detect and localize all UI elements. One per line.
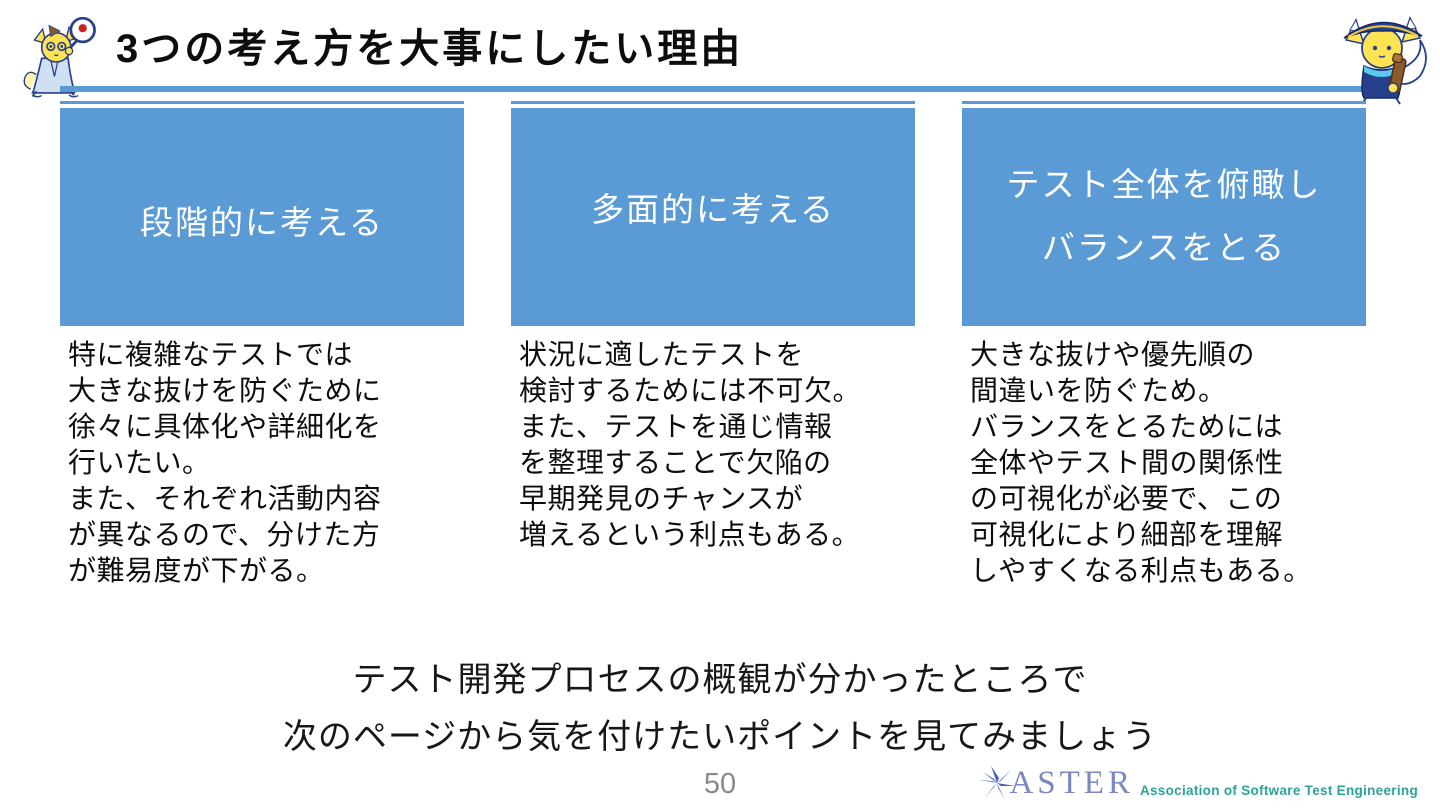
reason-heading-box: 多面的に考える: [511, 108, 915, 326]
column-accent-line: [511, 101, 915, 104]
reason-column-multifaceted: 多面的に考える 状況に適したテストを 検討するためには不可欠。 また、テストを通…: [511, 101, 915, 589]
aster-star-icon: [979, 766, 1016, 800]
reason-heading: 段階的に考える: [139, 203, 384, 241]
column-accent-line: [60, 101, 464, 104]
pirate-fox-mascot-icon: [1343, 16, 1427, 105]
aster-logo: ASTER Association of Software Test Engin…: [977, 764, 1418, 800]
page-number: 50: [703, 768, 737, 800]
reason-body-text: 特に複雑なテストでは 大きな抜けを防ぐために 徐々に具体化や詳細化を 行いたい。…: [68, 339, 382, 586]
reason-body-text: 大きな抜けや優先順の 間違いを防ぐため。 バランスをとるためには 全体やテスト間…: [970, 339, 1312, 586]
reason-heading: 多面的に考える: [590, 190, 835, 228]
aster-logo-word: ASTER: [1009, 765, 1134, 801]
reason-heading-box: テスト全体を俯瞰し バランスをとる: [962, 108, 1366, 326]
column-accent-line: [962, 101, 1366, 104]
page-title: 3つの考え方を大事にしたい理由: [116, 27, 744, 71]
aster-logo-tagline: Association of Software Test Engineering: [1139, 783, 1418, 798]
conclusion-text: テスト開発プロセスの概観が分かったところで 次のページから気を付けたいポイントを…: [282, 661, 1158, 756]
reason-body-text: 状況に適したテストを 検討するためには不可欠。 また、テストを通じ情報 を整理す…: [519, 339, 862, 550]
researcher-fox-mascot-icon: [23, 16, 96, 98]
reason-heading-box: 段階的に考える: [60, 108, 464, 326]
reason-column-overview-balance: テスト全体を俯瞰し バランスをとる 大きな抜けや優先順の 間違いを防ぐため。 バ…: [962, 101, 1366, 589]
title-underline: [60, 86, 1364, 92]
reason-heading: テスト全体を俯瞰し バランスをとる: [1006, 166, 1322, 266]
reason-columns: 段階的に考える 特に複雑なテストでは 大きな抜けを防ぐために 徐々に具体化や詳細…: [60, 101, 1367, 589]
reason-column-stepwise: 段階的に考える 特に複雑なテストでは 大きな抜けを防ぐために 徐々に具体化や詳細…: [60, 101, 464, 589]
